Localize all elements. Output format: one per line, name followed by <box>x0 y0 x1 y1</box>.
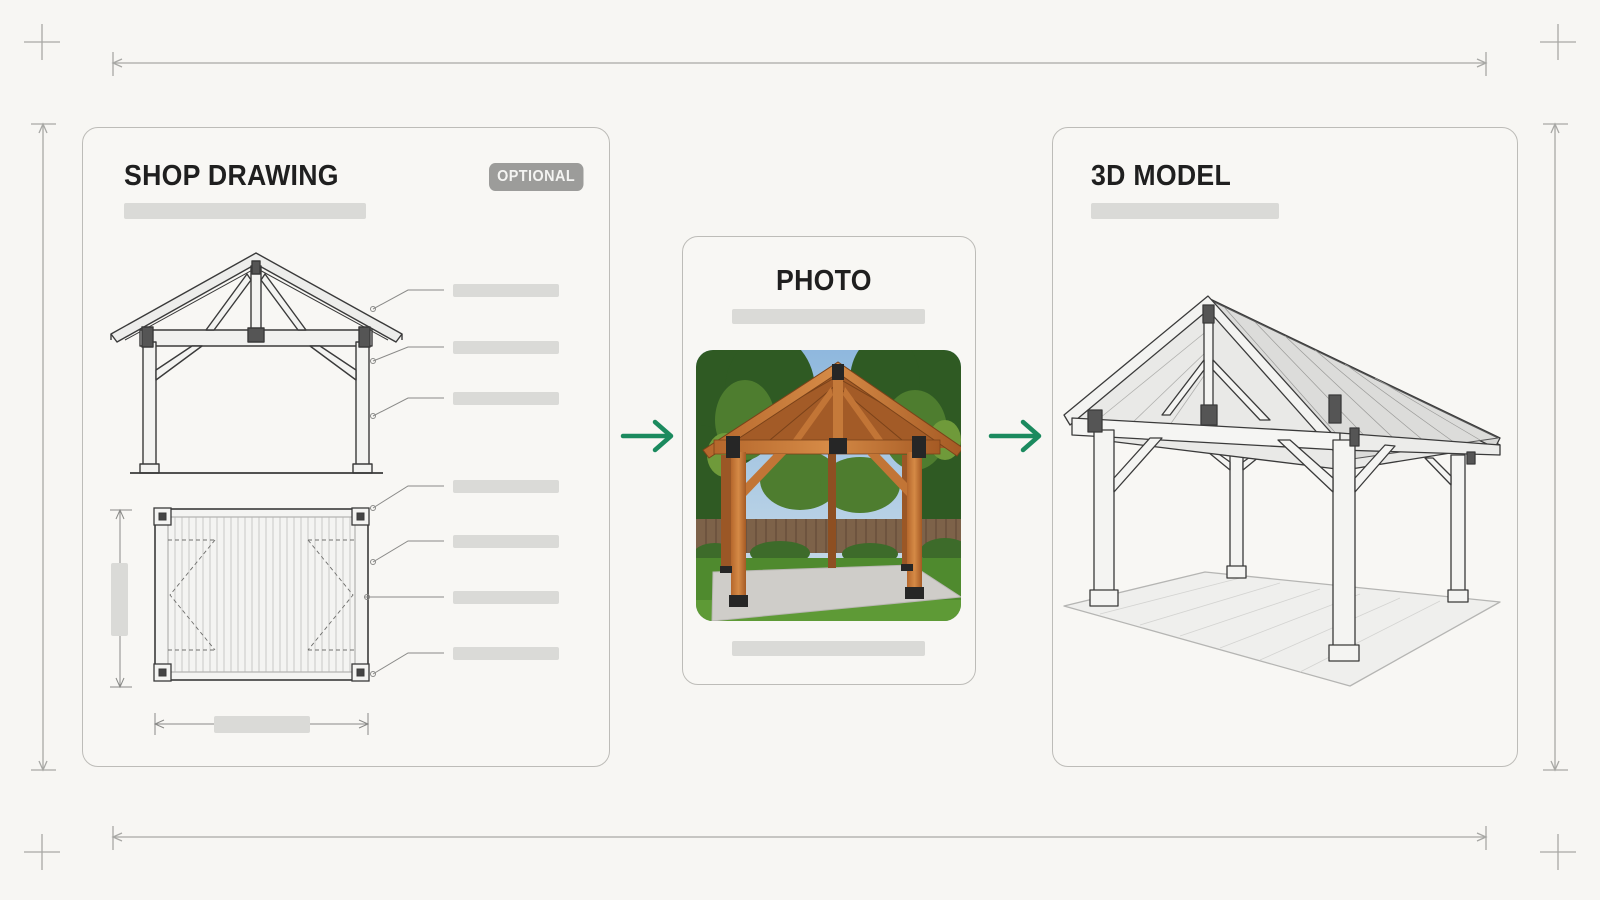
arrow-right-icon <box>620 419 674 453</box>
left-dimension-line <box>31 122 56 772</box>
photo-title: PHOTO <box>776 265 872 297</box>
callout-leaders <box>364 289 444 675</box>
arrow-right-icon <box>988 419 1042 453</box>
plan-height-placeholder <box>111 563 128 636</box>
crosshair-bottom-right <box>1540 834 1576 870</box>
callout-dots <box>364 306 376 677</box>
model-title: 3D MODEL <box>1091 160 1232 192</box>
crosshair-top-left <box>24 24 60 60</box>
photo-caption-placeholder <box>732 641 925 656</box>
model-subtitle-placeholder <box>1091 203 1279 219</box>
top-dimension-line <box>111 52 1488 76</box>
right-dimension-line <box>1543 122 1568 772</box>
elevation-view <box>110 252 403 474</box>
crosshair-bottom-left <box>24 834 60 870</box>
photo-subtitle-placeholder <box>732 309 925 324</box>
plan-width-placeholder <box>214 716 310 733</box>
crosshair-top-right <box>1540 24 1576 60</box>
optional-badge: OPTIONAL <box>489 163 584 191</box>
shop-drawing-subtitle-placeholder <box>124 203 366 219</box>
bottom-dimension-line <box>111 826 1488 850</box>
plan-view <box>153 507 370 682</box>
shop-drawing-title: SHOP DRAWING <box>124 160 339 192</box>
callout-placeholders <box>453 284 559 660</box>
